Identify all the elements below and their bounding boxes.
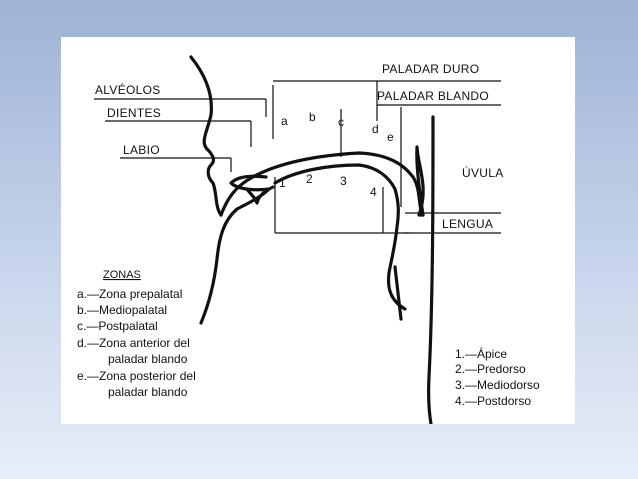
label-uvula: ÚVULA <box>462 165 504 180</box>
label-lengua: LENGUA <box>442 217 493 231</box>
label-alveolos: ALVÉOLOS <box>95 82 161 97</box>
zonas-line-d: d.—Zona anterior del <box>77 336 190 350</box>
uvula-outline <box>415 145 425 217</box>
palate-outline <box>219 151 425 217</box>
tongue-part-4: 4.—Postdorso <box>455 394 531 408</box>
tongue-parts-legend: 1.—Ápice 2.—Predorso 3.—Mediodorso 4.—Po… <box>455 346 540 408</box>
lower-teeth <box>245 185 275 205</box>
phonetic-articulation-diagram: PALADAR DURO PALADAR BLANDO ALVÉOLOS DIE… <box>77 55 540 424</box>
zonas-line-d-cont: paladar blando <box>108 352 188 366</box>
tongue-part-2: 2.—Predorso <box>455 362 526 376</box>
zonas-line-e: e.—Zona posterior del <box>77 369 196 383</box>
leader-lines <box>94 80 501 234</box>
zonas-legend: ZONAS a.—Zona prepalatal b.—Mediopalatal… <box>77 269 196 399</box>
tongue-number-3: 3 <box>340 174 347 188</box>
pharynx-wall <box>427 115 435 424</box>
zone-letter-c: c <box>338 115 344 129</box>
lower-face-outline <box>199 174 271 325</box>
diagram-panel: PALADAR DURO PALADAR BLANDO ALVÉOLOS DIE… <box>61 37 575 424</box>
label-paladar-duro: PALADAR DURO <box>382 62 479 76</box>
zone-letter-d: d <box>372 122 379 136</box>
zonas-line-c: c.—Postpalatal <box>77 319 158 333</box>
zonas-line-e-cont: paladar blando <box>108 385 188 399</box>
label-paladar-blando: PALADAR BLANDO <box>377 89 489 103</box>
zonas-line-a: a.—Zona prepalatal <box>77 287 182 301</box>
tongue-number-1: 1 <box>279 176 286 190</box>
label-dientes: DIENTES <box>107 106 161 120</box>
tongue-number-2: 2 <box>306 172 313 186</box>
tongue-part-1: 1.—Ápice <box>455 346 507 361</box>
tongue-outline <box>273 163 407 311</box>
label-labio: LABIO <box>123 143 160 157</box>
throat-outline <box>393 265 403 321</box>
zonas-line-b: b.—Mediopalatal <box>77 303 167 317</box>
tongue-part-3: 3.—Mediodorso <box>455 378 540 392</box>
vocal-tract-drawing <box>189 55 435 424</box>
zone-letter-e: e <box>387 130 394 144</box>
tongue-number-4: 4 <box>370 185 377 199</box>
zonas-title: ZONAS <box>103 269 141 281</box>
zone-letter-b: b <box>309 110 316 124</box>
upper-face-outline <box>189 55 223 217</box>
zone-letter-a: a <box>281 114 288 128</box>
